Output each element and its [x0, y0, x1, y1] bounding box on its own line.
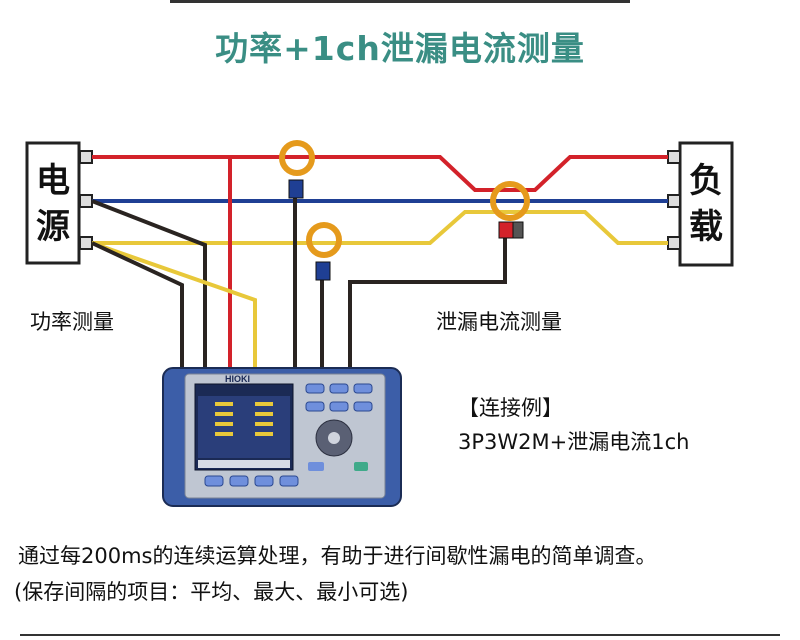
load-terminals [667, 150, 681, 250]
load-label-line1: 负 [689, 161, 723, 201]
leakage-measurement-label: 泄漏电流测量 [436, 310, 562, 334]
top-rule [170, 0, 630, 3]
note-line-2: (保存间隔的项目：平均、最大、最小可选) [14, 580, 409, 604]
page-title: 功率+1ch泄漏电流测量 [215, 29, 585, 68]
source-label-line2: 源 [36, 207, 70, 247]
note-line-1: 通过每200ms的连续运算处理，有助于进行间歇性漏电的简单调查。 [18, 544, 657, 568]
connection-heading: 【连接例】 [458, 396, 563, 420]
clamp-sensor-1 [279, 140, 315, 199]
load-label-line2: 载 [689, 207, 723, 247]
wire-clamp-lead-3 [348, 236, 507, 370]
load-box [678, 141, 734, 267]
wire-red-voltage-lead [92, 155, 232, 370]
wire-black-voltage-lead-1 [91, 199, 207, 370]
source-terminals [79, 150, 93, 250]
power-logger-device [162, 367, 402, 507]
power-measurement-label: 功率测量 [30, 310, 114, 334]
wire-black-voltage-lead-2 [91, 241, 184, 370]
wire-yellow-line [92, 210, 668, 245]
clamp-sensor-leakage [490, 181, 530, 239]
bottom-rule [20, 634, 780, 636]
wire-yellow-voltage-lead [91, 241, 257, 370]
source-label-line1: 电 [36, 161, 70, 201]
clamp-sensor-2 [306, 222, 342, 281]
device-brand: HIOKI [225, 374, 251, 384]
connection-example: 3P3W2M+泄漏电流1ch [458, 430, 690, 454]
wire-red-line [92, 155, 668, 192]
source-box [25, 141, 81, 265]
